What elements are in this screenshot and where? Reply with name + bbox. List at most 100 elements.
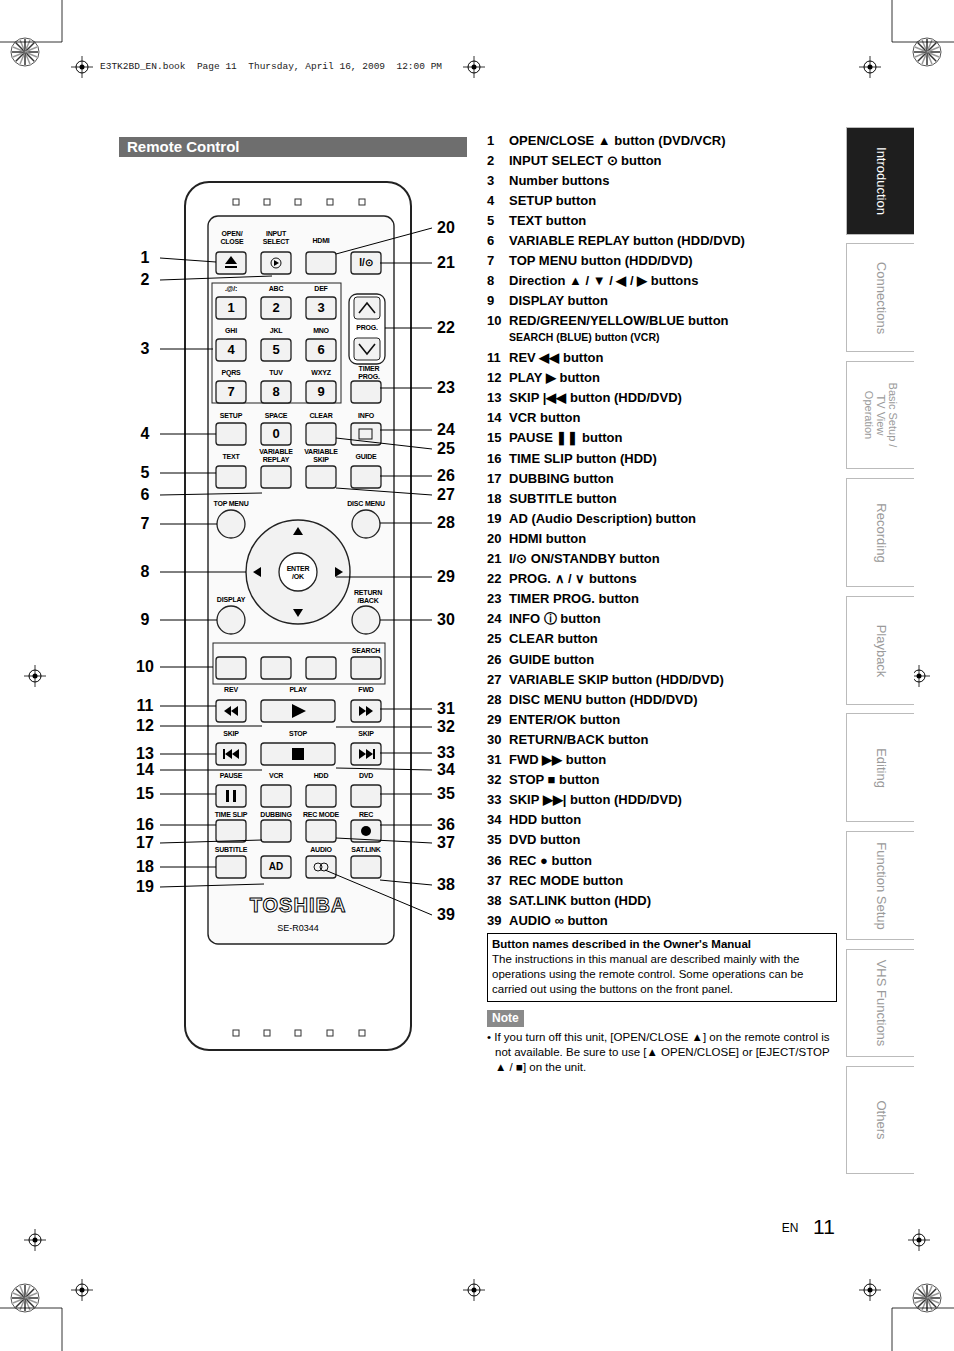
tab-label: Others [873, 1068, 888, 1172]
item-number: 29 [487, 711, 501, 729]
crosshair-mark [474, 1279, 475, 1301]
item-number: 3 [487, 172, 494, 190]
callout-number: 25 [435, 440, 457, 458]
callout-number: 17 [134, 834, 156, 852]
audio-icon [320, 863, 328, 871]
tab-label: Playback [873, 599, 888, 703]
crosshair-mark [35, 1229, 36, 1251]
tab-label: Connections [873, 246, 888, 350]
crop-mark [892, 1308, 893, 1351]
box-body: The instructions in this manual are desc… [492, 952, 832, 997]
item-text: Direction ▲ / ▼ / ◀ / ▶ buttons [509, 272, 698, 290]
leader-line [160, 473, 216, 474]
pause-icon [226, 790, 229, 802]
callout-number: 19 [134, 878, 156, 896]
leader-line [160, 434, 216, 435]
item-number: 7 [487, 252, 494, 270]
item-number: 34 [487, 811, 501, 829]
crop-mark [892, 42, 954, 43]
item-number: 30 [487, 731, 501, 749]
button-caption: SEARCH [352, 647, 380, 655]
skip-icon [359, 749, 366, 759]
skip-icon [223, 749, 225, 759]
leader-line [160, 258, 216, 262]
item-text: AUDIO ∞ button [509, 912, 608, 930]
play-icon [292, 704, 306, 718]
item-text: DUBBING button [509, 470, 614, 488]
leader-line [160, 706, 216, 707]
pause-icon [233, 790, 236, 802]
item-text: VARIABLE SKIP button (HDD/DVD) [509, 671, 724, 689]
item-subtext: SEARCH (BLUE) button (VCR) [509, 330, 659, 344]
callout-number: 23 [435, 379, 457, 397]
callout-number: 14 [134, 761, 156, 779]
fwd-icon [359, 706, 366, 716]
registration-mark [922, 1286, 927, 1298]
housing-slot [233, 1030, 239, 1036]
round-button [217, 510, 245, 538]
crosshair-mark [870, 1279, 871, 1301]
item-number: 10 [487, 312, 501, 330]
item-text: HDMI button [509, 530, 586, 548]
button-face-text: 1 [227, 301, 234, 315]
leader-line [380, 825, 432, 826]
item-number: 20 [487, 530, 501, 548]
crop-mark [62, 0, 63, 42]
item-text: PAUSE ❚❚ button [509, 429, 622, 447]
item-number: 16 [487, 450, 501, 468]
section-tab: VHS Functions [846, 949, 914, 1057]
item-number: 36 [487, 852, 501, 870]
callout-number: 11 [135, 697, 156, 715]
leader-line [160, 754, 216, 755]
remote-button [216, 466, 246, 488]
leader-line [380, 388, 432, 389]
tab-label: Function Setup [873, 834, 888, 938]
item-text: INFO ⓘ button [509, 610, 601, 628]
stop-icon [292, 748, 304, 760]
item-text: PROG. ∧ / ∨ buttons [509, 570, 637, 588]
note-text: • If you turn off this unit, [OPEN/CLOSE… [487, 1030, 837, 1075]
leader-line [160, 867, 216, 868]
item-text: HDD button [509, 811, 581, 829]
crosshair-mark [919, 665, 920, 687]
callout-number: 22 [435, 319, 457, 337]
button-caption: SKIP [223, 730, 239, 738]
item-number: 14 [487, 409, 501, 427]
rev-icon [231, 706, 238, 716]
section-tab: Recording [846, 478, 914, 587]
housing-slot [264, 199, 270, 205]
item-number: 38 [487, 892, 501, 910]
leader-line [380, 523, 432, 524]
item-text: Number buttons [509, 172, 609, 190]
leader-line [380, 709, 432, 710]
item-text: REC MODE button [509, 872, 623, 890]
callout-number: 18 [134, 858, 156, 876]
item-number: 4 [487, 192, 494, 210]
item-number: 24 [487, 610, 501, 628]
button-caption: SAT.LINK [351, 846, 380, 854]
leader-line [336, 488, 432, 495]
leader-line [380, 794, 432, 795]
item-number: 28 [487, 691, 501, 709]
item-text: VCR button [509, 409, 580, 427]
note-band: Note [487, 1010, 524, 1027]
item-text: SETUP button [509, 192, 596, 210]
box-heading: Button names described in the Owner's Ma… [492, 937, 832, 952]
button-caption: MNO [313, 327, 329, 335]
button-caption: .@/: [225, 285, 237, 293]
remote-button [351, 381, 381, 403]
remote-button [351, 856, 381, 878]
remote-button [216, 785, 246, 807]
item-number: 37 [487, 872, 501, 890]
leader-line [160, 524, 217, 525]
button-face-text: 3 [317, 301, 324, 315]
remote-button [216, 252, 246, 274]
callout-number: 6 [139, 486, 152, 504]
callout-number: 28 [435, 514, 457, 532]
registration-mark [927, 47, 939, 52]
housing-slot [327, 199, 333, 205]
button-face-text: 0 [272, 427, 279, 441]
crosshair-mark [919, 1229, 920, 1251]
remote-button [351, 700, 381, 722]
